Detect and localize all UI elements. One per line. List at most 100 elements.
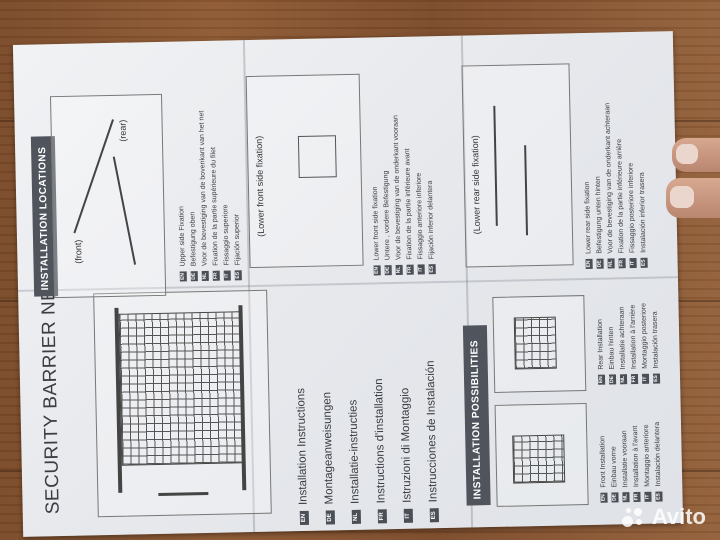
- lower-rear-drawing: (Lower rear side fixation): [461, 63, 574, 268]
- net-illustration: [93, 289, 272, 518]
- car-pillar: [73, 119, 114, 234]
- language-row: ES Fijación superior: [229, 110, 244, 281]
- instruction-sheet: SECURITY BARRIER NET EN Installation Inst…: [12, 31, 684, 537]
- language-code-badge: EN: [179, 271, 187, 282]
- finger: [672, 138, 720, 172]
- language-code-badge: FR: [618, 258, 626, 269]
- language-text: Instructions d'installation: [372, 378, 388, 504]
- language-code-badge: DE: [190, 271, 198, 282]
- language-text: Montaggio anteriore: [643, 424, 652, 487]
- language-text: Installatie achteraan: [618, 306, 627, 370]
- net-in-car: [512, 434, 566, 484]
- document-title-wrap: SECURITY BARRIER NET: [38, 275, 65, 514]
- language-text: Einbau vorne: [610, 446, 619, 488]
- language-row: ES Fijación inferior delantera: [423, 114, 437, 275]
- net-in-car: [513, 316, 557, 370]
- language-text: Fixation de la partie inférieure arrière: [616, 138, 626, 254]
- language-text: Installation à l'arrière: [629, 304, 638, 370]
- car-pillar: [112, 156, 137, 265]
- language-code-badge: EN: [585, 258, 593, 270]
- language-text: Montaggio posteriore: [640, 302, 649, 369]
- car-interior-drawing: (front) (rear): [50, 93, 167, 299]
- language-code-badge: DE: [608, 374, 617, 385]
- language-code-badge: IT: [644, 491, 652, 502]
- language-code-badge: FR: [212, 270, 220, 281]
- language-code-badge: NL: [201, 270, 209, 282]
- language-code-badge: ES: [428, 264, 436, 275]
- language-text: Einbau hinten: [607, 326, 616, 370]
- language-text: Istruzioni di Montaggio: [399, 387, 414, 503]
- language-row: FR Instructions d'installation: [366, 361, 395, 524]
- net-strap: [158, 491, 209, 497]
- language-code-badge: EN: [373, 265, 381, 276]
- language-code-badge: NL: [622, 492, 630, 503]
- language-text: Lower front side fixation: [371, 186, 381, 261]
- language-code-badge: ES: [234, 270, 242, 281]
- language-text: Fijación superior: [233, 213, 242, 266]
- language-text: Instalación trasera: [651, 311, 660, 369]
- language-row: NL Installatie-instructies: [340, 362, 369, 524]
- language-code-badge: DE: [611, 492, 619, 503]
- language-text: Installation à l'avant: [632, 425, 641, 488]
- rear-label: (rear): [117, 119, 128, 142]
- language-code-badge: FR: [630, 373, 639, 385]
- language-text: Fissaggio superiore: [222, 204, 231, 266]
- language-code-badge: EN: [597, 374, 606, 385]
- language-text: Untere , vordere Befestigung: [382, 170, 392, 261]
- language-code-badge: FR: [633, 491, 641, 503]
- language-code-badge: ES: [429, 508, 439, 523]
- avito-logo-icon: [621, 506, 648, 528]
- rear-rail: [524, 145, 529, 236]
- language-text: Installation Instructions: [295, 387, 310, 506]
- language-code-badge: IT: [417, 264, 425, 275]
- language-row: ES Instrucciones de Instalación: [418, 360, 447, 523]
- language-text: Fissaggio anteriore inferiore: [415, 172, 425, 260]
- language-code-badge: NL: [619, 374, 628, 385]
- language-code-badge: FR: [406, 264, 414, 275]
- language-text: Upper side Fixation: [178, 206, 187, 267]
- language-code-badge: ES: [652, 373, 661, 384]
- fingernail: [670, 186, 694, 208]
- language-text: Instrucciones de Instalación: [424, 360, 440, 503]
- language-code-badge: EN: [299, 510, 309, 526]
- language-code-badge: DE: [325, 510, 335, 525]
- language-text: Befestigung unten hinten: [594, 176, 604, 254]
- avito-watermark: Avito: [621, 504, 706, 530]
- language-text: Installatie-instructies: [347, 399, 362, 505]
- language-code-badge: DE: [384, 265, 392, 276]
- language-code-badge: ES: [655, 491, 663, 502]
- banner-text: INSTALLATION LOCATIONS: [37, 146, 52, 291]
- lower-rear-label: (Lower rear side fixation): [469, 135, 482, 235]
- lower-front-drawing: (Lower front side fixation): [245, 73, 364, 269]
- barrier-net-graphic: [118, 311, 244, 466]
- language-text: Fixation de la partie supérieure du file…: [210, 147, 220, 266]
- language-text: Front Installation: [599, 435, 608, 488]
- language-text: Installatie vooraan: [621, 430, 630, 488]
- front-install-image: [494, 403, 589, 507]
- language-code-badge: NL: [351, 509, 361, 524]
- language-text: Fijación inferior delantera: [426, 180, 436, 260]
- language-row: EN Installation Instructions: [288, 363, 317, 526]
- language-code-badge: IT: [223, 270, 231, 281]
- language-text: Lower rear side fixation: [583, 181, 593, 255]
- rear-rail: [493, 105, 498, 226]
- language-text: Fixation de la partie inférieure avant: [404, 148, 414, 260]
- language-code-badge: FR: [377, 509, 387, 524]
- finger: [666, 178, 720, 218]
- language-text: Rear Installation: [596, 319, 605, 370]
- installation-possibilities-banner: INSTALLATION POSSIBILITIES: [462, 325, 491, 506]
- banner-text: INSTALLATION POSSIBILITIES: [469, 339, 484, 500]
- language-code-badge: ES: [640, 257, 648, 268]
- front-label: (front): [73, 239, 84, 264]
- seat-bracket: [297, 135, 337, 179]
- lower-front-label: (Lower front side fixation): [253, 135, 266, 237]
